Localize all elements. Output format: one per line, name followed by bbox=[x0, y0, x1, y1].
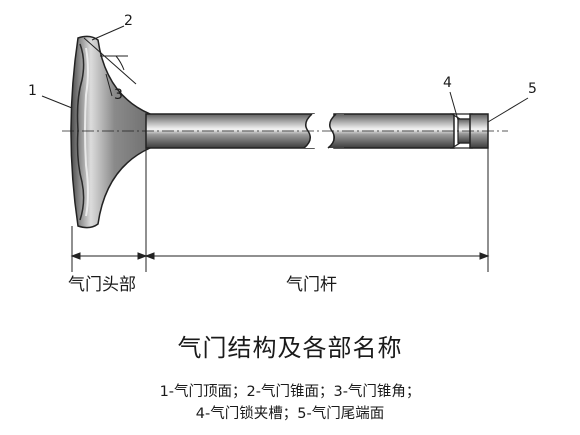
seat-angle-lines bbox=[83, 37, 137, 85]
label-valve-stem: 气门杆 bbox=[286, 275, 337, 295]
leader-5 bbox=[487, 97, 529, 123]
dimension-lines bbox=[70, 148, 490, 272]
valve-diagram bbox=[41, 25, 529, 272]
callout-5: 5 bbox=[528, 81, 537, 97]
callout-4: 4 bbox=[443, 75, 452, 91]
leader-2 bbox=[91, 25, 125, 41]
figure-title: 气门结构及各部名称 bbox=[177, 334, 403, 362]
callout-1: 1 bbox=[28, 83, 37, 99]
legend-line-1: 1-气门顶面；2-气门锥面；3-气门锥角； bbox=[159, 384, 421, 400]
callout-2: 2 bbox=[124, 13, 133, 29]
leader-1 bbox=[41, 95, 73, 109]
legend-line-2: 4-气门锁夹槽；5-气门尾端面 bbox=[195, 406, 385, 422]
callout-3: 3 bbox=[114, 87, 123, 103]
valve-head bbox=[70, 35, 151, 229]
leader-3 bbox=[105, 73, 113, 97]
leader-4 bbox=[449, 91, 459, 121]
label-valve-head: 气门头部 bbox=[68, 275, 136, 295]
valve-face-surface bbox=[76, 43, 85, 221]
